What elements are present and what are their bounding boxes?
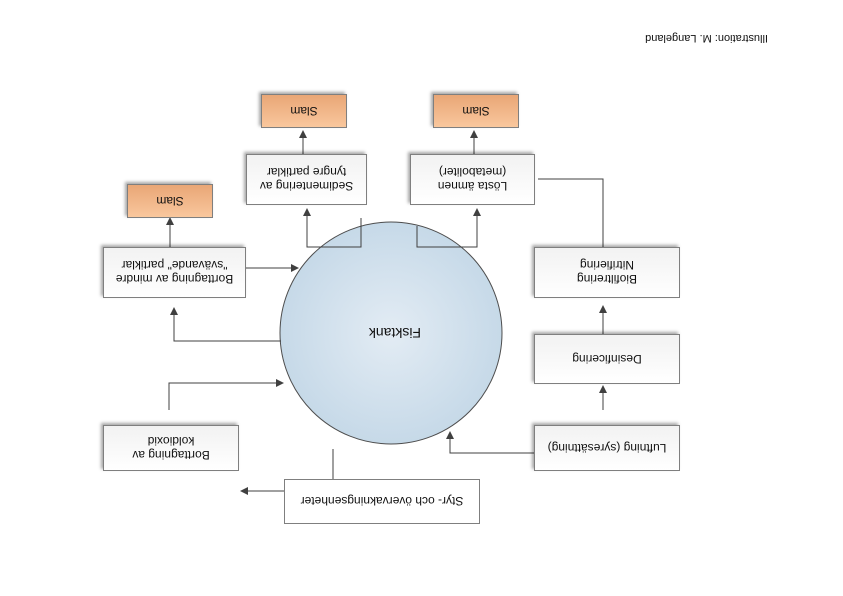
sludge-box-right: Slam <box>433 94 519 128</box>
sludge-label-left: Slam <box>156 194 184 208</box>
sedimentation-line1: Sedimentering av <box>259 179 354 194</box>
small-particles-line2: "svävande" partiklar <box>121 258 228 273</box>
fish-tank-circle <box>279 221 503 445</box>
dissolved-substances-line1: Lösta ämnen <box>437 179 508 194</box>
sludge-box-middle: Slam <box>261 94 347 128</box>
biofiltration-line1: Biofiltrering <box>576 272 638 287</box>
control-monitoring-box: Styr- och övervakningsenheter <box>284 479 480 524</box>
dissolved-substances-box: Lösta ämnen (metaboliter) <box>410 154 535 205</box>
sludge-label-middle: Slam <box>290 104 318 118</box>
arrow-co2-to-tank <box>168 379 284 410</box>
co2-removal-box: Borttagning av koldioxid <box>103 425 239 471</box>
co2-removal-line2: koldioxid <box>147 434 195 448</box>
sedimentation-box: Sedimentering av tyngre partiklar <box>246 154 367 205</box>
disinfection-box: Desinficering <box>534 334 680 384</box>
sedimentation-line2: tyngre partiklar <box>266 165 347 180</box>
biofiltration-box: Biofiltrering Nitrifiering <box>534 247 680 298</box>
sludge-label-right: Slam <box>462 104 490 118</box>
arrow-bio-to-dissolved <box>538 178 604 247</box>
arrow-tank-to-small <box>170 307 281 342</box>
arrow-tank-to-dissolved <box>416 208 481 248</box>
co2-removal-line1: Borttagning av <box>132 448 210 462</box>
dissolved-substances-line2: (metaboliter) <box>438 165 507 180</box>
arrow-tank-to-sed <box>303 208 362 248</box>
aeration-box: Luftning (syresättning) <box>534 425 680 471</box>
small-particles-box: Borttagning av mindre "svävande" partikl… <box>103 247 246 298</box>
sludge-box-left: Slam <box>127 184 213 218</box>
biofiltration-line2: Nitrifiering <box>580 258 635 273</box>
aeration-label: Luftning (syresättning) <box>547 441 667 455</box>
disinfection-label: Desinficering <box>572 352 642 366</box>
control-monitoring-label: Styr- och övervakningsenheter <box>300 494 464 509</box>
small-particles-line1: Borttagning av mindre <box>115 272 234 287</box>
fish-tank-label: Fisktank <box>368 325 421 341</box>
